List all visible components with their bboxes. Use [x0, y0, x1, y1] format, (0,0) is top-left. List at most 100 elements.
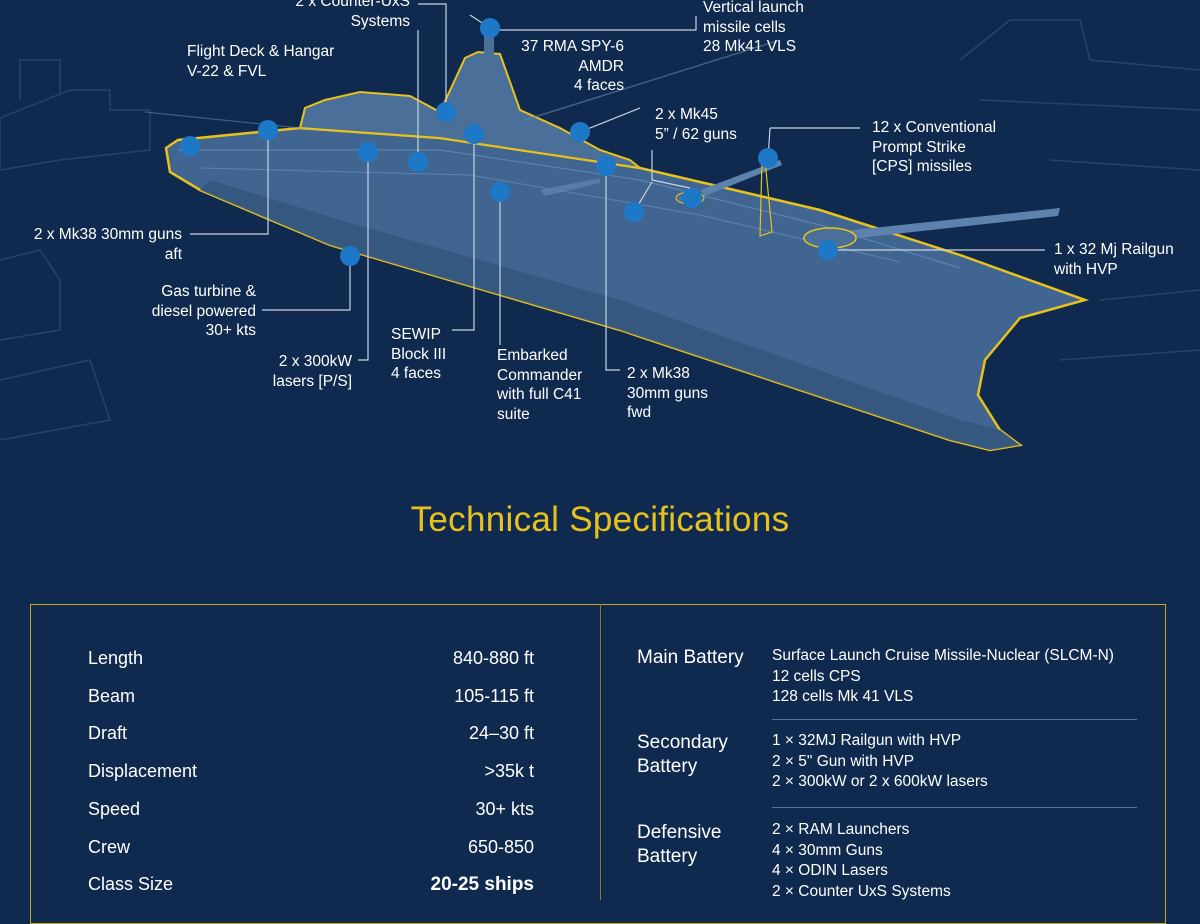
spec-label: Length: [88, 648, 144, 668]
callout-line: 28 Mk41 VLS: [703, 38, 797, 55]
spec-value: >35k t: [484, 761, 534, 781]
spec-row-draft: Draft 24–30 ft: [88, 723, 534, 753]
callout-line: with HVP: [1054, 260, 1118, 278]
secondary-battery-items: 1 × 32MJ Railgun with HVP 2 × 5" Gun wit…: [772, 731, 988, 793]
callout-commander: Embarked Commander with full C41 suite: [497, 346, 582, 424]
battery-item: 4 × 30mm Guns: [772, 841, 883, 859]
callout-line: aft: [164, 245, 182, 263]
callout-line: Vertical launch: [703, 0, 804, 16]
callout-lasers: 2 x 300kW lasers [P/S]: [250, 352, 352, 391]
callout-railgun: 1 x 32 Mj Railgun with HVP: [1054, 240, 1174, 279]
callout-mk45: 2 x Mk45 5” / 62 guns: [655, 105, 737, 144]
spec-divider: [600, 604, 601, 900]
spec-row-class-size: Class Size 20-25 ships: [88, 874, 534, 904]
battery-label-line: Battery: [637, 846, 698, 867]
callout-spy6: 37 RMA SPY-6 AMDR 4 faces: [500, 37, 624, 96]
spec-label: Speed: [88, 799, 141, 819]
spec-value: 650-850: [467, 837, 534, 857]
callout-line: Embarked: [497, 347, 568, 364]
battery-item: 1 × 32MJ Railgun with HVP: [772, 732, 962, 749]
battery-separator: [772, 719, 1137, 720]
spec-label: Crew: [88, 837, 131, 857]
defensive-battery-items: 2 × RAM Launchers 4 × 30mm Guns 4 × ODIN…: [772, 820, 951, 902]
spec-row-beam: Beam 105-115 ft: [88, 686, 534, 716]
battery-item: Surface Launch Cruise Missile-Nuclear (S…: [772, 647, 1114, 664]
spec-title: Technical Specifications: [410, 500, 790, 539]
callout-marker-dot: [682, 188, 702, 208]
callout-line: suite: [497, 405, 530, 423]
spec-label: Beam: [88, 686, 136, 706]
callout-line: SEWIP: [391, 326, 441, 343]
callout-line: diesel powered: [151, 302, 256, 320]
callout-marker-dot: [480, 18, 500, 38]
callout-marker-dot: [436, 102, 456, 122]
callout-marker-dot: [340, 246, 360, 266]
spec-value: 20-25 ships: [430, 874, 535, 895]
callout-marker-dot: [358, 142, 378, 162]
battery-label-line: Main Battery: [637, 647, 744, 668]
battery-item: 2 × 5" Gun with HVP: [772, 752, 915, 770]
callout-line: 30mm guns: [627, 384, 708, 402]
spec-label: Displacement: [88, 761, 198, 781]
callout-marker-dot: [818, 240, 838, 260]
callout-line: 2 x Mk45: [655, 106, 718, 123]
callout-line: 2 x Mk38 30mm guns: [33, 226, 182, 243]
spec-value: 105-115 ft: [454, 686, 534, 706]
callout-line: 2 x 300kW: [278, 353, 352, 370]
spec-value: 30+ kts: [475, 799, 534, 819]
callout-line: V-22 & FVL: [187, 62, 267, 80]
callout-marker-dot: [490, 182, 510, 202]
callout-line: 1 x 32 Mj Railgun: [1054, 241, 1174, 258]
callout-line: Flight Deck & Hangar: [187, 43, 335, 60]
callout-line: Gas turbine &: [161, 283, 256, 300]
battery-item: 2 × Counter UxS Systems: [772, 882, 951, 900]
callout-cps: 12 x Conventional Prompt Strike [CPS] mi…: [872, 118, 996, 177]
callout-line: with full C41: [497, 386, 582, 403]
leader-lines: [190, 3, 1045, 371]
background-sketch: [0, 19, 1200, 441]
callout-marker-dot: [570, 122, 590, 142]
callout-line: 30+ kts: [205, 322, 256, 339]
callout-line: 2 x Mk38: [627, 365, 690, 382]
callout-line: [CPS] missiles: [872, 158, 972, 175]
callout-line: 4 faces: [391, 365, 441, 382]
battery-item: 4 × ODIN Lasers: [772, 862, 888, 879]
callout-line: AMDR: [578, 57, 624, 75]
callout-line: Prompt Strike: [872, 138, 966, 156]
callout-vls: Vertical launch missile cells 28 Mk41 VL…: [703, 0, 804, 57]
callout-line: fwd: [627, 404, 652, 421]
spec-row-length: Length 840-880 ft: [88, 648, 534, 678]
callout-line: Commander: [497, 366, 583, 384]
ship-mast: [484, 26, 494, 58]
callout-line: 2 x Counter-UxS: [295, 0, 410, 10]
callout-line: missile cells: [703, 18, 786, 36]
callout-marker-dot: [464, 124, 484, 144]
callout-line: 5” / 62 guns: [655, 125, 737, 143]
battery-item: 2 × RAM Launchers: [772, 821, 910, 838]
callout-marker-dot: [596, 156, 616, 176]
callout-marker-dot: [180, 136, 200, 156]
callout-line: 37 RMA SPY-6: [521, 38, 624, 55]
spec-label: Class Size: [88, 874, 174, 894]
secondary-battery-label: Secondary Battery: [637, 731, 728, 779]
callout-mk38-fwd: 2 x Mk38 30mm guns fwd: [627, 364, 708, 423]
railgun-barrel: [835, 208, 1060, 240]
callout-gas-turbine: Gas turbine & diesel powered 30+ kts: [110, 282, 256, 341]
callout-line: 12 x Conventional: [872, 119, 997, 136]
callout-flight-deck: Flight Deck & Hangar V-22 & FVL: [187, 42, 334, 81]
battery-label-line: Battery: [637, 756, 698, 777]
callout-marker-dot: [258, 120, 278, 140]
battery-item: 12 cells CPS: [772, 667, 861, 685]
spec-label: Draft: [88, 723, 128, 743]
battery-item: 128 cells Mk 41 VLS: [772, 688, 914, 705]
main-battery-label: Main Battery: [637, 646, 744, 670]
callout-line: Block III: [391, 345, 447, 363]
callout-marker-dot: [624, 202, 644, 222]
callout-line: lasers [P/S]: [272, 372, 352, 390]
callout-line: 4 faces: [574, 77, 624, 94]
callout-mk38-aft: 2 x Mk38 30mm guns aft: [10, 225, 182, 264]
callout-marker-dot: [758, 148, 778, 168]
spec-value: 840-880 ft: [452, 648, 534, 668]
callout-sewip: SEWIP Block III 4 faces: [391, 325, 446, 384]
